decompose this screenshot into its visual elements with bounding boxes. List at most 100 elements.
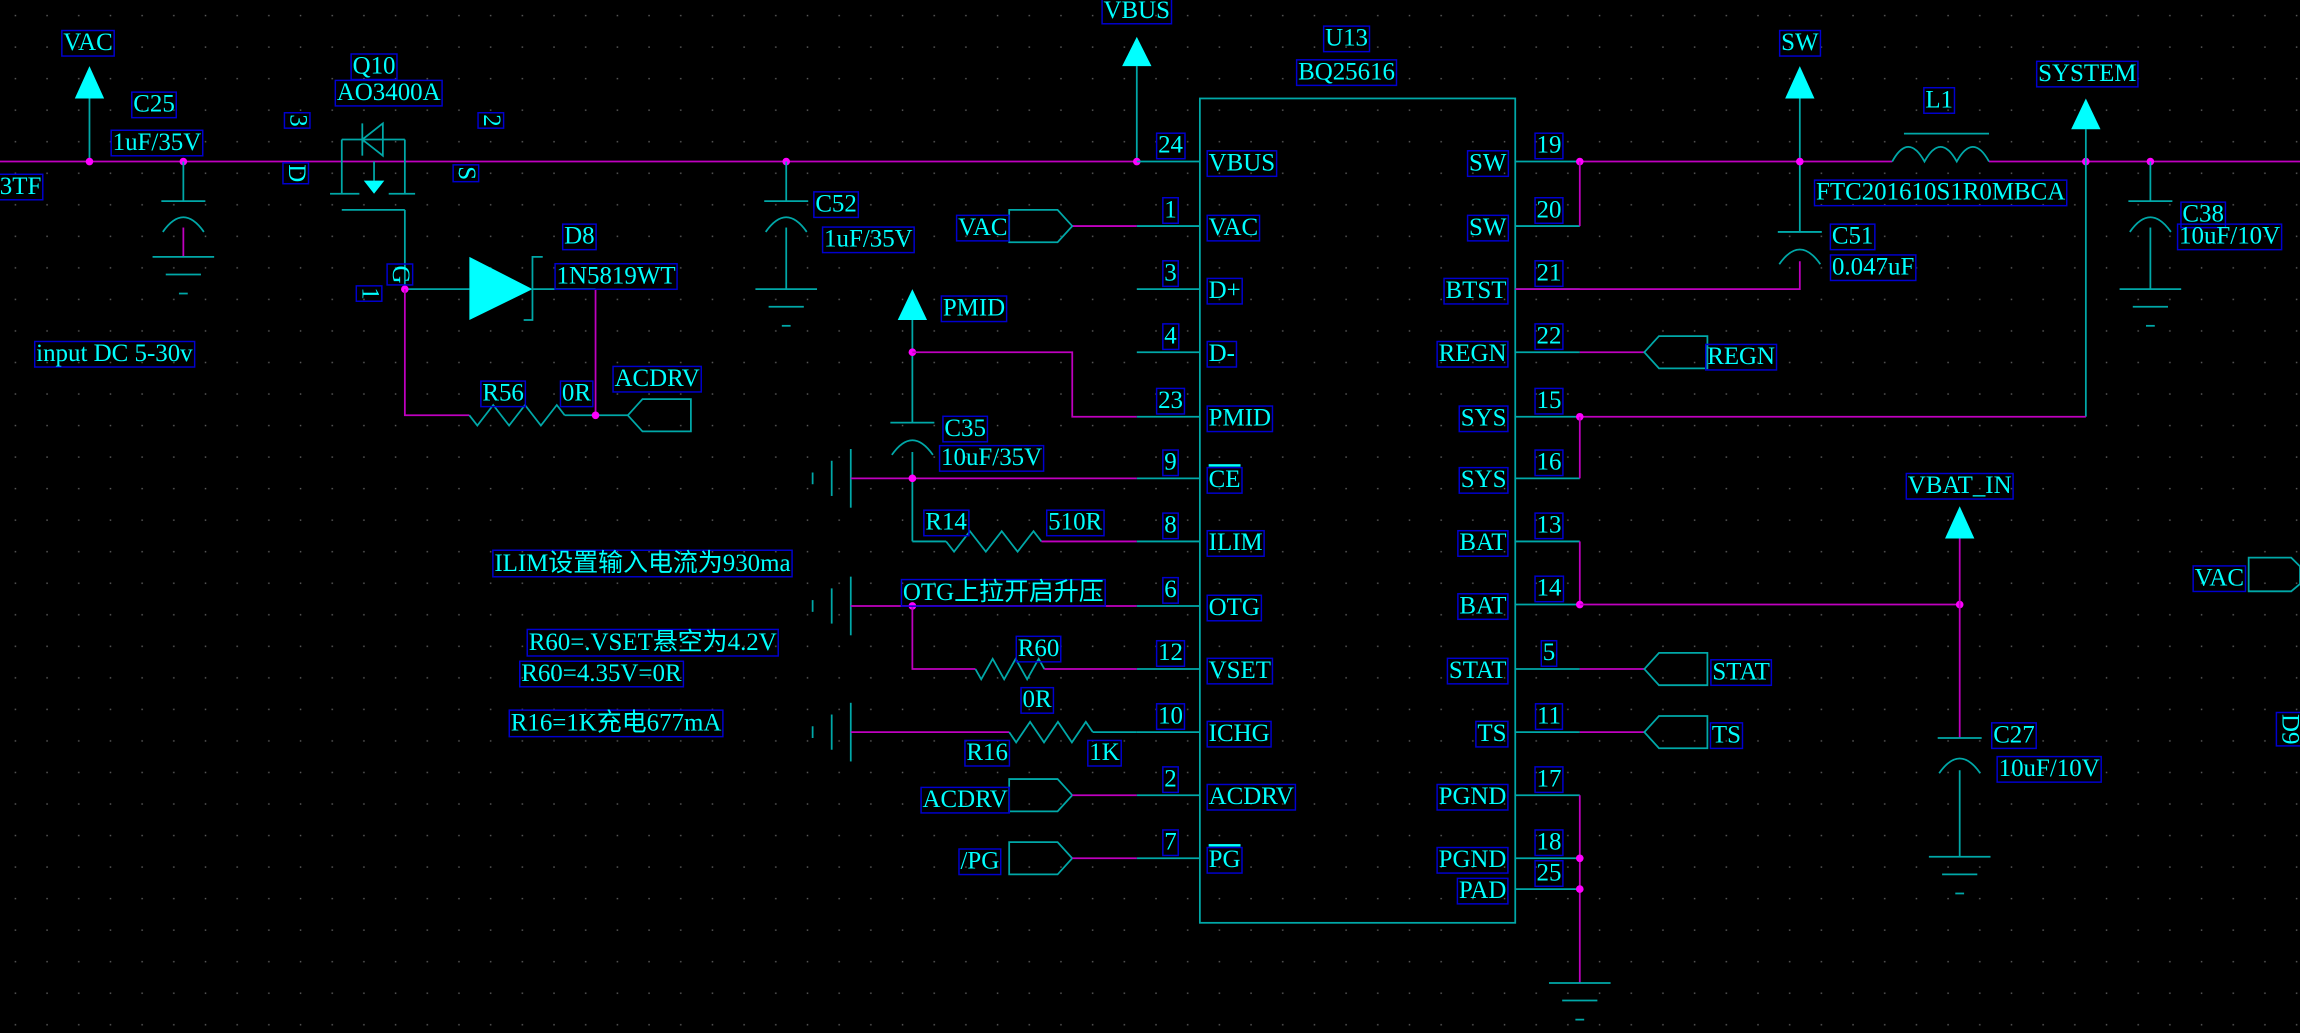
acdrv-gate-port[interactable] [626, 398, 692, 433]
c35-ref: C35 [944, 415, 986, 442]
label-frame [1206, 277, 1243, 305]
vac-right-port[interactable] [2247, 556, 2300, 593]
ic-pin-number-16: 16 [1537, 449, 1562, 476]
r14-resistor [945, 529, 1043, 554]
label-frame [561, 223, 597, 251]
ts-port-label: TS [1712, 721, 1741, 748]
label-frame [1015, 635, 1062, 663]
junction-dot [1575, 854, 1584, 863]
wire [912, 351, 1137, 418]
label-frame [1813, 179, 2068, 207]
label-frame [1457, 593, 1509, 621]
label-frame [1534, 449, 1564, 477]
stat-port[interactable] [1643, 652, 1709, 687]
label-frame [1101, 0, 1173, 25]
ic-pin-name-regn: REGN [1439, 340, 1507, 367]
label-frame [1162, 449, 1179, 477]
ic-pin-name-btst: BTST [1446, 277, 1507, 304]
label-frame [1534, 829, 1564, 857]
ts-port[interactable] [1643, 715, 1709, 750]
q10-ref: Q10 [353, 53, 396, 80]
label-frame [110, 129, 204, 157]
ic-pin-name-pgnd: PGND [1439, 846, 1507, 873]
u13-ic-body [1198, 97, 1517, 924]
acdrv-port-label: ACDRV [923, 786, 1008, 813]
ic-pin-number-20: 20 [1537, 196, 1562, 223]
label-frame [1206, 150, 1278, 178]
label-frame [1155, 132, 1186, 160]
ic-pin-name-vbus: VBUS [1209, 149, 1275, 176]
ground-icon [152, 255, 215, 295]
q10-pin-g: G [387, 265, 414, 283]
ic-pin-name-sw: SW [1469, 214, 1507, 241]
label-frame [1206, 657, 1274, 685]
label-frame [1206, 720, 1272, 748]
d8-value: 1N5819WT [557, 262, 676, 289]
label-frame [1829, 223, 1876, 251]
acdrv-gate-port-label: ACDRV [615, 365, 700, 392]
label-frame [519, 660, 685, 688]
ic-pin-number-15: 15 [1537, 387, 1562, 414]
label-frame [1155, 387, 1186, 415]
note-vset-float: R60=.VSET悬空为4.2V [529, 628, 777, 656]
label-frame [940, 295, 1008, 323]
c35-value: 10uF/35V [941, 444, 1042, 471]
label-frame [1475, 720, 1509, 748]
pg-port[interactable] [1008, 841, 1074, 876]
label-frame [2192, 565, 2247, 593]
label-frame [1206, 466, 1243, 494]
ic-pin-number-22: 22 [1537, 322, 1562, 349]
label-frame [1923, 86, 1956, 114]
c51-value: 0.047uF [1832, 253, 1914, 280]
label-frame [1162, 512, 1179, 540]
label-frame [1206, 340, 1238, 368]
vac-net-label: VAC [63, 29, 112, 56]
d8-diode-icon [469, 256, 533, 320]
ic-pin-name-vset: VSET [1209, 657, 1271, 684]
label-frame [1206, 214, 1261, 242]
c35-capacitor [890, 421, 935, 456]
label-frame [1458, 405, 1509, 433]
label-frame [1446, 657, 1509, 685]
c51-capacitor [1777, 231, 1822, 265]
c25-ref: C25 [133, 91, 175, 118]
q10-pin-2: 2 [478, 114, 505, 126]
ic-pin-name-ichg: ICHG [1209, 720, 1270, 747]
ic-pin-name-ts: TS [1477, 720, 1506, 747]
c52-value: 1uF/35V [824, 226, 913, 253]
label-frame [813, 191, 860, 219]
q10-value: AO3400A [337, 79, 441, 106]
label-frame [938, 444, 1045, 472]
label-frame [1162, 829, 1179, 857]
label-frame [1436, 846, 1509, 874]
label-frame [355, 285, 383, 302]
regn-port[interactable] [1643, 335, 1709, 370]
ic-pin-number-12: 12 [1158, 639, 1183, 666]
label-frame [1436, 783, 1509, 811]
label-frame [508, 709, 724, 738]
c27-value: 10uF/10V [1999, 755, 2100, 782]
ic-pin-number-11: 11 [1537, 702, 1561, 729]
ic-pin-name-pg: PG [1209, 846, 1241, 873]
ic-pin-number-23: 23 [1158, 387, 1183, 414]
vbat-in-net-label: VBAT_IN [1908, 472, 2012, 499]
note-ichg: R16=1K充电677mA [511, 709, 722, 737]
ground-icon [1548, 982, 1611, 1021]
vac-port-label: VAC [958, 214, 1007, 241]
ic-pin-name-d: D+ [1209, 277, 1241, 304]
c52-capacitor [764, 200, 809, 233]
ic-pin-name-acdrv: ACDRV [1209, 783, 1294, 810]
ic-pin-number-7: 7 [1164, 828, 1176, 855]
label-frame [964, 739, 1011, 767]
c27-capacitor [1937, 737, 1982, 774]
ground-icon [2119, 288, 2182, 327]
ic-pin-number-3: 3 [1164, 259, 1176, 286]
label-frame [1206, 783, 1297, 811]
label-frame [0, 173, 44, 201]
ic-pin-number-4: 4 [1164, 322, 1177, 349]
label-frame [554, 263, 678, 291]
c38-ref: C38 [2182, 201, 2224, 228]
label-frame [33, 340, 196, 368]
